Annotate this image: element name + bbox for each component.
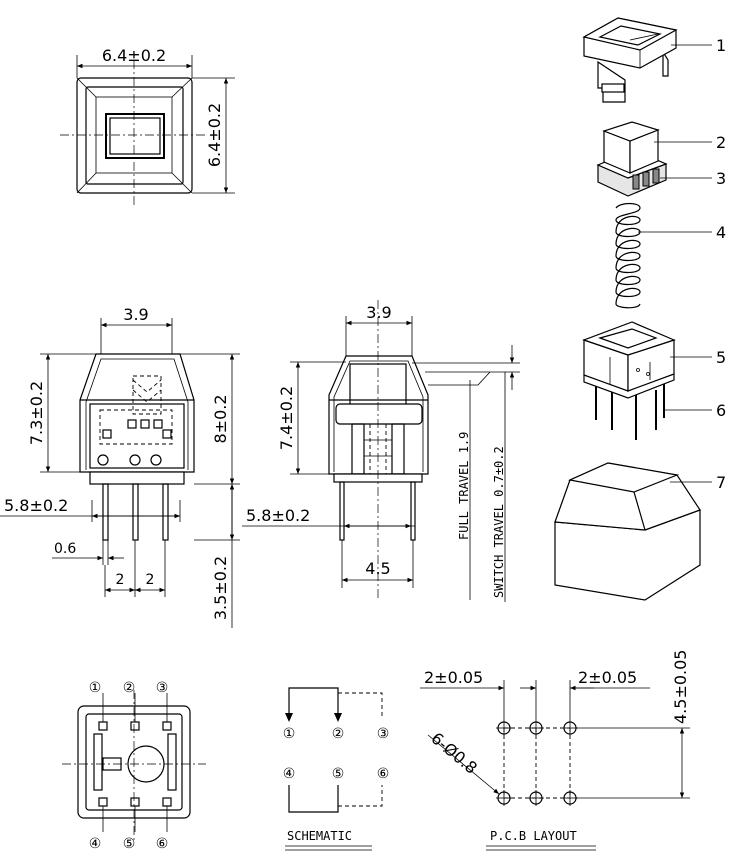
part-2-plunger	[596, 121, 668, 197]
schematic-pin-5: ⑤	[332, 766, 345, 782]
top-view: 6.4±0.2 6.4±0.2	[60, 46, 235, 205]
side-bottom-width-dim: 4.5	[365, 559, 390, 578]
top-height-dim: 6.4±0.2	[205, 103, 224, 167]
part-4-spring	[615, 202, 641, 309]
pcb-hole	[562, 720, 578, 736]
top-width-dim: 6.4±0.2	[102, 46, 166, 65]
pcb-pitch-right-dim: 2±0.05	[578, 668, 637, 687]
switch-travel-label: SWITCH TRAVEL 0.7±0.2	[492, 446, 506, 598]
full-travel-label: FULL TRAVEL 1.9	[457, 432, 471, 540]
side-pin-span-dim: 5.8±0.2	[246, 506, 310, 525]
part-label-7: 7	[716, 473, 726, 492]
pcb-pitch-left-dim: 2±0.05	[424, 668, 483, 687]
part-label-6: 6	[716, 401, 726, 420]
part-5-housing	[582, 321, 676, 440]
front-pitch-right-dim: 2	[146, 572, 155, 588]
front-pin-span-dim: 5.8±0.2	[4, 496, 68, 515]
pcb-hole	[528, 790, 544, 806]
part-label-5: 5	[716, 348, 726, 367]
pcb-hole	[528, 720, 544, 736]
schematic-title: SCHEMATIC	[287, 829, 352, 843]
schematic-pin-3: ③	[377, 726, 390, 742]
front-view: 3.9 7.3±0.2 8±0.2 5.8±0.2 0.6 2 2	[0, 305, 240, 628]
pcb-holes-callout: 6-Ø0.8	[427, 729, 481, 778]
side-top-width-dim: 3.9	[366, 303, 391, 322]
pcb-hole	[562, 790, 578, 806]
bottom-pin-1: ①	[89, 680, 102, 696]
bottom-pin-6: ⑥	[156, 836, 169, 852]
part-1-frame	[582, 17, 678, 103]
bottom-pin-2: ②	[123, 680, 136, 696]
front-total-height-dim: 8±0.2	[211, 394, 230, 443]
schematic-pin-2: ②	[332, 726, 345, 742]
part-7-cap	[554, 462, 701, 601]
front-pin-width-dim: 0.6	[54, 541, 76, 557]
part-label-2: 2	[716, 133, 726, 152]
part-label-1: 1	[716, 36, 726, 55]
part-label-3: 3	[716, 169, 726, 188]
pcb-layout-title: P.C.B LAYOUT	[490, 829, 577, 843]
bottom-view: ① ② ③ ④ ⑤ ⑥	[62, 680, 206, 852]
schematic-pin-4: ④	[283, 766, 296, 782]
pcb-hole	[496, 790, 512, 806]
bottom-pin-3: ③	[156, 680, 169, 696]
pcb-row-spacing-dim: 4.5±0.05	[671, 650, 690, 724]
exploded-view: 1 2 3 4 5 6 7	[554, 17, 726, 601]
schematic: ① ② ③ ④ ⑤ ⑥ SCHEMATIC	[283, 687, 390, 851]
front-pin-length-dim: 3.5±0.2	[211, 556, 230, 620]
bottom-pin-4: ④	[89, 836, 102, 852]
front-pitch-left-dim: 2	[116, 572, 125, 588]
pcb-layout: 2±0.05 2±0.05 4.5±0.05 6-Ø0.8 P.C.B LAYO…	[420, 650, 690, 851]
front-body-height-dim: 7.3±0.2	[27, 381, 46, 445]
side-body-height-dim: 7.4±0.2	[277, 386, 296, 450]
schematic-pin-1: ①	[283, 726, 296, 742]
side-view: 3.9 7.4±0.2 5.8±0.2 4.5 FULL TRAVEL 1.9 …	[242, 300, 520, 602]
schematic-pin-6: ⑥	[377, 766, 390, 782]
pcb-hole	[496, 720, 512, 736]
bottom-pin-5: ⑤	[123, 836, 136, 852]
front-top-width-dim: 3.9	[123, 305, 148, 324]
part-label-4: 4	[716, 223, 726, 242]
